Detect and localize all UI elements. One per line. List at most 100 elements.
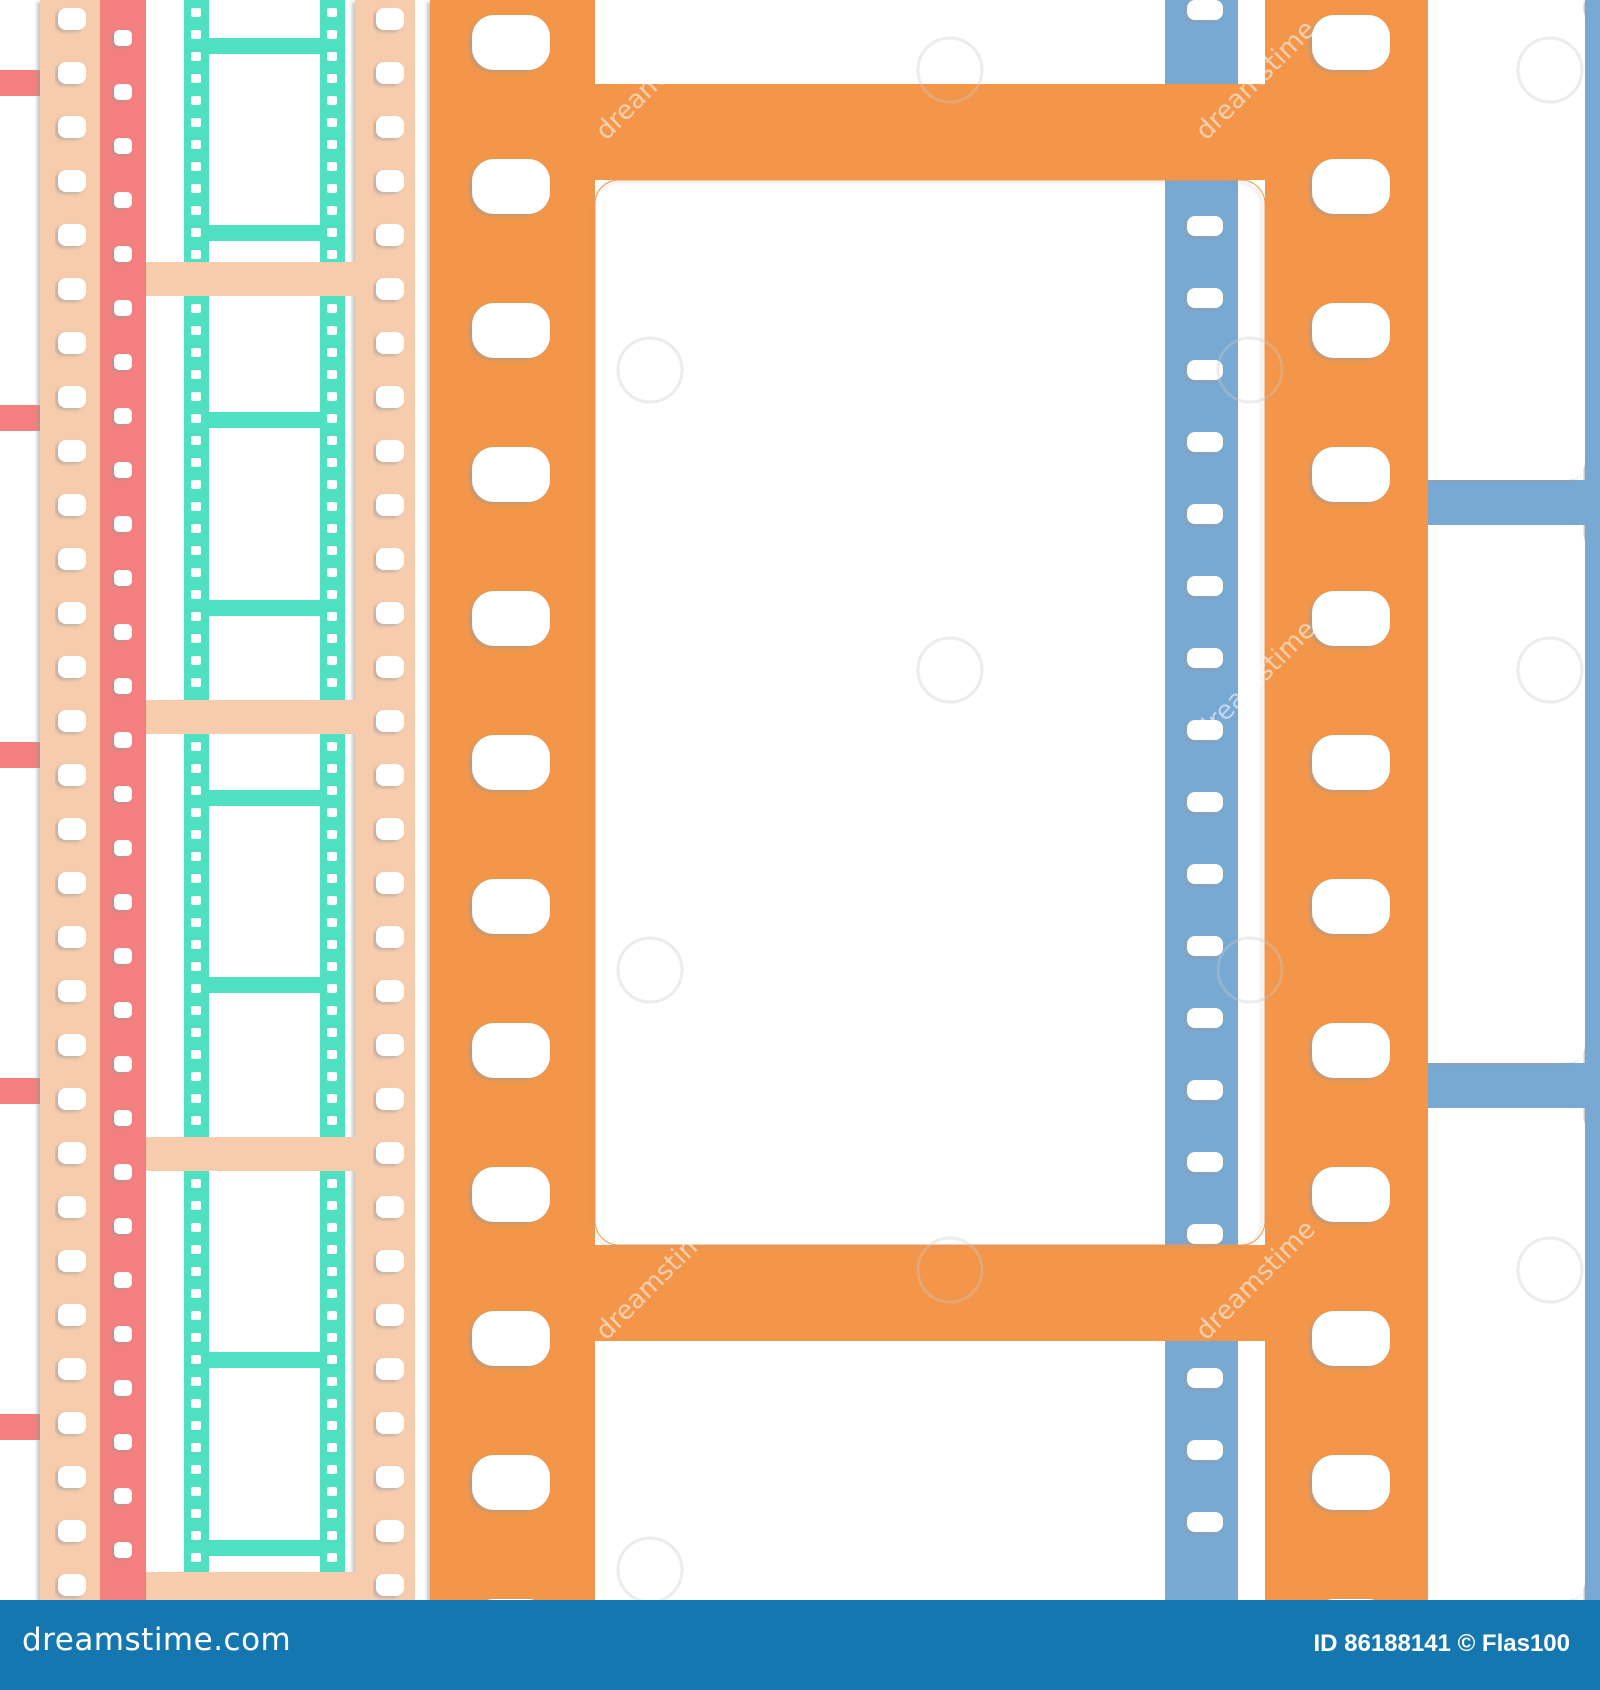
peach-strip-sprocket-hole: [58, 1412, 86, 1434]
teal-strip-sprocket-hole: [327, 370, 337, 379]
peach-strip-sprocket-hole: [376, 656, 404, 678]
teal-strip-sprocket-hole: [327, 304, 337, 313]
coral-strip-sprocket-hole: [114, 1542, 132, 1558]
peach-strip-sprocket-hole: [58, 1520, 86, 1542]
peach-strip-sprocket-hole: [376, 332, 404, 354]
peach-strip-sprocket-hole: [58, 116, 86, 138]
peach-strip-sprocket-hole: [376, 818, 404, 840]
coral-strip-sprocket-hole: [114, 246, 132, 262]
teal-strip-sprocket-hole: [191, 1399, 201, 1408]
orange-strip-sprocket-hole: [1312, 591, 1390, 646]
coral-strip-sprocket-hole: [114, 624, 132, 640]
teal-strip-sprocket-hole: [191, 874, 201, 883]
peach-strip-sprocket-hole: [58, 710, 86, 732]
teal-strip-sprocket-hole: [327, 326, 337, 335]
coral-strip-sprocket-hole: [114, 786, 132, 802]
peach-strip-sprocket-hole: [58, 1466, 86, 1488]
teal-strip-band: [320, 296, 345, 700]
blue-strip-sprocket-hole: [1187, 1152, 1223, 1172]
teal-strip-frame-bar: [209, 412, 320, 428]
peach-strip-frame-bar: [146, 1572, 356, 1600]
teal-strip-sprocket-hole: [191, 830, 201, 839]
teal-strip-sprocket-hole: [327, 808, 337, 817]
coral-strip-sprocket-hole: [114, 894, 132, 910]
peach-strip-frame-bar: [146, 700, 356, 734]
coral-strip-sprocket-hole: [114, 1056, 132, 1072]
teal-strip-sprocket-hole: [327, 590, 337, 599]
teal-strip-sprocket-hole: [191, 74, 201, 83]
film-strips-illustration: [0, 0, 1600, 1600]
teal-strip-sprocket-hole: [327, 1179, 337, 1188]
teal-strip-sprocket-hole: [191, 480, 201, 489]
peach-strip-sprocket-hole: [58, 440, 86, 462]
teal-strip-sprocket-hole: [191, 1421, 201, 1430]
teal-strip-sprocket-hole: [191, 1311, 201, 1320]
peach-strip-sprocket-hole: [376, 1412, 404, 1434]
teal-strip-sprocket-hole: [327, 458, 337, 467]
blue-strip-sprocket-hole: [1187, 432, 1223, 452]
teal-strip-sprocket-hole: [191, 96, 201, 105]
teal-strip-sprocket-hole: [327, 1116, 337, 1125]
teal-strip-sprocket-hole: [327, 74, 337, 83]
teal-strip-sprocket-hole: [191, 678, 201, 687]
teal-strip-sprocket-hole: [191, 1333, 201, 1342]
teal-strip-sprocket-hole: [327, 1487, 337, 1496]
watermark-logo-icon: [616, 936, 684, 1004]
blue-strip-sprocket-hole: [1187, 864, 1223, 884]
teal-strip-sprocket-hole: [327, 1355, 337, 1364]
peach-strip-band: [40, 0, 100, 1600]
teal-strip-sprocket-hole: [327, 524, 337, 533]
peach-strip-sprocket-hole: [376, 1466, 404, 1488]
teal-strip-sprocket-hole: [191, 1201, 201, 1210]
peach-strip-sprocket-hole: [376, 1142, 404, 1164]
watermark-logo-icon: [1516, 1236, 1584, 1304]
teal-strip-sprocket-hole: [327, 634, 337, 643]
teal-strip-sprocket-hole: [191, 612, 201, 621]
peach-strip-sprocket-hole: [58, 1574, 86, 1596]
teal-strip-sprocket-hole: [327, 918, 337, 927]
teal-strip-sprocket-hole: [191, 1355, 201, 1364]
coral-strip-sprocket-hole: [114, 84, 132, 100]
coral-strip-sprocket-hole: [114, 732, 132, 748]
orange-strip-sprocket-hole: [1327, 1599, 1375, 1600]
teal-strip-sprocket-hole: [191, 590, 201, 599]
orange-strip-sprocket-hole: [1312, 1167, 1390, 1222]
teal-film-strip: [184, 0, 345, 1572]
teal-strip-sprocket-hole: [191, 326, 201, 335]
teal-strip-sprocket-hole: [191, 8, 201, 17]
teal-strip-sprocket-hole: [191, 852, 201, 861]
teal-strip-sprocket-hole: [327, 546, 337, 555]
watermark-logo-icon: [916, 36, 984, 104]
teal-strip-sprocket-hole: [191, 940, 201, 949]
blue-strip-sprocket-hole: [1187, 720, 1223, 740]
teal-strip-sprocket-hole: [327, 1223, 337, 1232]
teal-strip-sprocket-hole: [327, 1399, 337, 1408]
peach-strip-sprocket-hole: [376, 224, 404, 246]
peach-strip-sprocket-hole: [58, 872, 86, 894]
orange-film-strip: [430, 0, 1584, 1600]
peach-strip-sprocket-hole: [58, 980, 86, 1002]
teal-strip-sprocket-hole: [327, 1421, 337, 1430]
teal-strip-sprocket-hole: [191, 392, 201, 401]
peach-strip-sprocket-hole: [376, 548, 404, 570]
peach-strip-sprocket-hole: [376, 1034, 404, 1056]
teal-strip-sprocket-hole: [327, 8, 337, 17]
watermark-logo-icon: [916, 1236, 984, 1304]
teal-strip-sprocket-hole: [327, 162, 337, 171]
teal-strip-sprocket-hole: [327, 1245, 337, 1254]
orange-strip-sprocket-hole: [472, 1167, 550, 1222]
teal-strip-sprocket-hole: [327, 1094, 337, 1103]
blue-strip-sprocket-hole: [1187, 216, 1223, 236]
teal-strip-sprocket-hole: [327, 742, 337, 751]
coral-strip-sprocket-hole: [114, 300, 132, 316]
teal-strip-sprocket-hole: [191, 1377, 201, 1386]
peach-strip-frame-bar: [146, 1137, 356, 1171]
blue-strip-sprocket-hole: [1187, 936, 1223, 956]
peach-strip-sprocket-hole: [58, 494, 86, 516]
peach-strip-sprocket-hole: [58, 224, 86, 246]
orange-strip-frame-window: [595, 0, 1265, 84]
peach-strip-sprocket-hole: [58, 1250, 86, 1272]
teal-strip-sprocket-hole: [327, 480, 337, 489]
teal-strip-sprocket-hole: [327, 962, 337, 971]
peach-strip-sprocket-hole: [376, 8, 404, 30]
